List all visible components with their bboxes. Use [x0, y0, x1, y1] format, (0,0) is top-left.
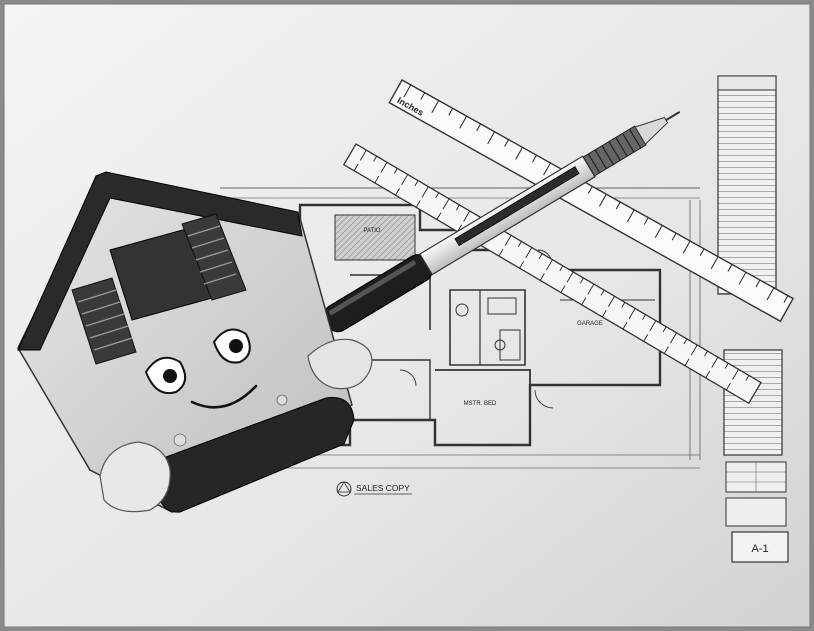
lower-ruler: [342, 143, 762, 405]
sales-copy-label: SALES COPY: [356, 483, 410, 493]
right-shutter: [181, 213, 247, 301]
room-label-patio: PATIO: [363, 228, 380, 234]
toy-eyes: [144, 328, 251, 394]
house-toy: [17, 171, 373, 513]
toy-left-hand: [99, 441, 171, 513]
sheet-number-label: A-1: [751, 543, 768, 555]
house-roof: [17, 171, 303, 351]
toy-right-hand: [307, 338, 373, 390]
room-label-garage: GARAGE: [577, 321, 603, 327]
sales-copy-stamp: [336, 481, 412, 497]
title-block: A-1: [717, 75, 789, 563]
pencil: [323, 111, 681, 333]
toy-smile: [190, 384, 258, 409]
room-label-master-bed: MSTR. BED: [464, 401, 497, 407]
